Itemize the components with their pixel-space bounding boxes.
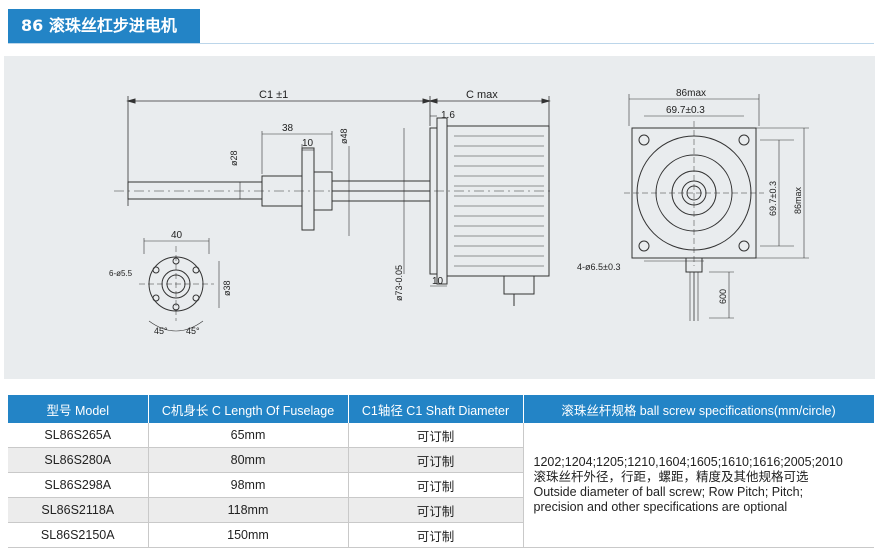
table-header-row: 型号 Model C机身长 C Length Of Fuselage C1轴径 … <box>8 395 875 423</box>
front-view <box>624 94 809 321</box>
dim-600: 600 <box>718 289 728 304</box>
header-shaft: C1轴径 C1 Shaft Diameter <box>348 395 524 423</box>
cell-shaft: 可订制 <box>348 447 524 473</box>
spec-table: 型号 Model C机身长 C Length Of Fuselage C1轴径 … <box>8 395 875 548</box>
cell-model: SL86S280A <box>8 447 149 473</box>
technical-drawing: C1 ±1 C max 38 10 ø48 ø28 1.6 ø73-0.05 1… <box>4 56 875 379</box>
cell-model: SL86S298A <box>8 472 149 498</box>
cell-shaft: 可订制 <box>348 472 524 498</box>
cell-screw-spec-note: 1202;1204;1205;1210,1604;1605;1610;1616;… <box>523 423 874 548</box>
header-model: 型号 Model <box>8 395 149 423</box>
header-screw-spec: 滚珠丝杆规格 ball screw specifications(mm/circ… <box>523 395 875 423</box>
end-flange-view <box>139 238 220 332</box>
cell-shaft: 可订制 <box>348 497 524 523</box>
dim-69-7-top: 69.7±0.3 <box>666 105 705 116</box>
section-title: 86 滚珠丝杠步进电机 <box>8 9 200 43</box>
cell-length: 80mm <box>148 447 349 473</box>
dim-40: 40 <box>171 230 183 241</box>
dim-38b: ø38 <box>222 280 232 296</box>
dim-28: ø28 <box>229 150 239 166</box>
dim-38: 38 <box>282 123 294 134</box>
dim-6-5-5: 6-ø5.5 <box>109 269 133 278</box>
cell-length: 65mm <box>148 423 349 448</box>
header-length: C机身长 C Length Of Fuselage <box>148 395 349 423</box>
dim-10b: 10 <box>432 276 444 287</box>
dim-c1: C1 ±1 <box>259 89 288 101</box>
dim-45a: 45° <box>154 326 168 336</box>
table-row: SL86S280A 80mm 可订制 <box>8 447 874 473</box>
dim-69-7-side: 69.7±0.3 <box>768 181 778 216</box>
note-line: Outside diameter of ball screw; Row Pitc… <box>533 485 804 499</box>
dim-c: C max <box>466 89 498 101</box>
table-row: SL86S2118A 118mm 可订制 <box>8 497 874 523</box>
title-underline <box>8 43 874 44</box>
note-line: 1202;1204;1205;1210,1604;1605;1610;1616;… <box>533 455 843 469</box>
dim-86max-top: 86max <box>676 88 706 99</box>
cell-length: 118mm <box>148 497 349 523</box>
note-line: 滚珠丝杆外径，行距，螺距，精度及其他规格可选 <box>533 470 809 484</box>
cell-model: SL86S2150A <box>8 522 149 548</box>
dim-86max-side: 86max <box>793 186 803 214</box>
cell-model: SL86S265A <box>8 423 149 448</box>
table-row: SL86S2150A 150mm 可订制 <box>8 522 874 548</box>
note-line: precision and other specifications are o… <box>533 500 788 514</box>
table-row: SL86S265A 65mm 可订制 1202;1204;1205;1210,1… <box>8 423 874 548</box>
dim-45b: 45° <box>186 326 200 336</box>
side-view <box>114 96 554 306</box>
cell-length: 98mm <box>148 472 349 498</box>
dim-73: ø73-0.05 <box>394 265 404 301</box>
cell-shaft: 可订制 <box>348 522 524 548</box>
cell-shaft: 可订制 <box>348 423 524 448</box>
dim-1-6: 1.6 <box>441 110 455 121</box>
dim-4-6-5: 4-ø6.5±0.3 <box>577 262 620 272</box>
cell-model: SL86S2118A <box>8 497 149 523</box>
cell-length: 150mm <box>148 522 349 548</box>
table-row: SL86S298A 98mm 可订制 <box>8 472 874 498</box>
dim-10: 10 <box>302 138 314 149</box>
dim-48: ø48 <box>339 128 349 144</box>
motor-fins <box>454 135 544 267</box>
